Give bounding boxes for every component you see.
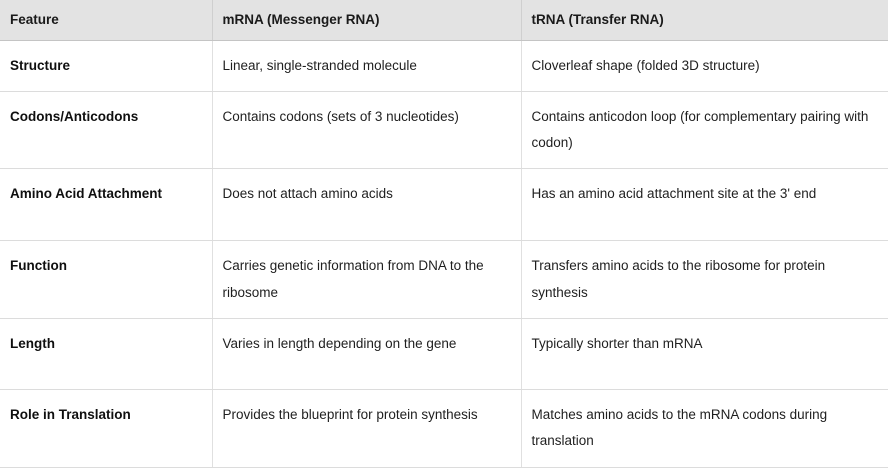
cell-mrna: Linear, single-stranded molecule [212, 40, 522, 92]
cell-mrna: Varies in length depending on the gene [212, 318, 522, 391]
cell-mrna: Does not attach amino acids [212, 168, 522, 242]
cell-mrna: Provides the blueprint for protein synth… [212, 389, 522, 468]
cell-trna: Has an amino acid attachment site at the… [521, 168, 888, 242]
cell-trna: Transfers amino acids to the ribosome fo… [521, 240, 888, 320]
cell-mrna: Carries genetic information from DNA to … [212, 240, 522, 320]
table-header: Feature mRNA (Messenger RNA) tRNA (Trans… [0, 0, 888, 41]
table-row: Structure Linear, single-stranded molecu… [0, 40, 888, 92]
table-row: Codons/Anticodons Contains codons (sets … [0, 91, 888, 170]
cell-trna: Matches amino acids to the mRNA codons d… [521, 389, 888, 468]
table-header-row: Feature mRNA (Messenger RNA) tRNA (Trans… [0, 0, 888, 41]
table-row: Role in Translation Provides the bluepri… [0, 389, 888, 468]
cell-trna: Contains anticodon loop (for complementa… [521, 91, 888, 170]
cell-feature: Amino Acid Attachment [0, 168, 213, 242]
cell-trna: Cloverleaf shape (folded 3D structure) [521, 40, 888, 92]
column-header-trna: tRNA (Transfer RNA) [521, 0, 888, 41]
cell-feature: Length [0, 318, 213, 391]
table-row: Function Carries genetic information fro… [0, 240, 888, 320]
cell-feature: Role in Translation [0, 389, 213, 468]
cell-mrna: Contains codons (sets of 3 nucleotides) [212, 91, 522, 170]
table-body: Structure Linear, single-stranded molecu… [0, 40, 888, 468]
table-row: Length Varies in length depending on the… [0, 318, 888, 391]
column-header-feature: Feature [0, 0, 213, 41]
column-header-mrna: mRNA (Messenger RNA) [212, 0, 522, 41]
cell-feature: Function [0, 240, 213, 320]
cell-feature: Structure [0, 40, 213, 92]
cell-trna: Typically shorter than mRNA [521, 318, 888, 391]
cell-feature: Codons/Anticodons [0, 91, 213, 170]
table-row: Amino Acid Attachment Does not attach am… [0, 168, 888, 242]
